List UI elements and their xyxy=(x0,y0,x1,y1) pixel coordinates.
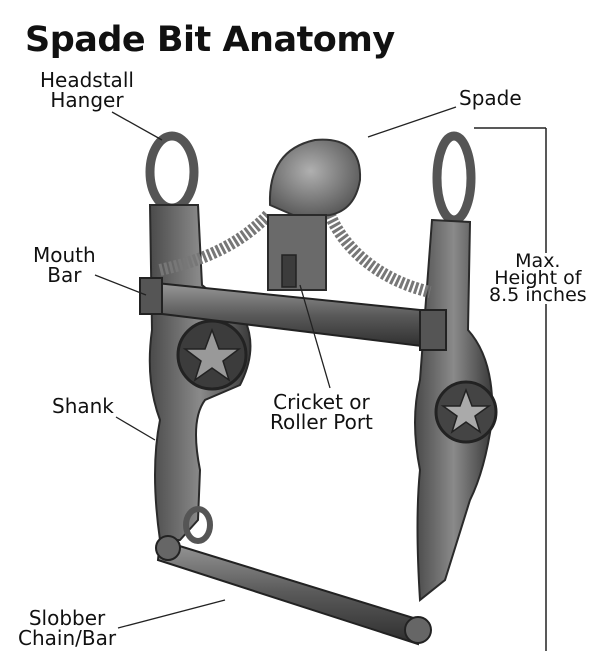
label-mouth-bar: Mouth Bar xyxy=(33,245,96,285)
leader-slobber xyxy=(118,600,225,628)
leader-mouth-bar xyxy=(95,275,146,295)
spade-plate xyxy=(270,140,360,218)
cricket-housing xyxy=(268,215,326,290)
leader-spade xyxy=(368,107,456,137)
label-headstall-hanger: Headstall Hanger xyxy=(40,70,134,110)
leader-headstall xyxy=(112,112,162,140)
page-title: Spade Bit Anatomy xyxy=(25,20,395,60)
right-headstall-ring xyxy=(437,136,471,220)
slobber-bar-left-knob xyxy=(156,536,180,560)
label-spade: Spade xyxy=(459,88,522,108)
slobber-bar xyxy=(158,540,420,644)
left-headstall-ring xyxy=(150,136,194,208)
mouth-bar-left-end xyxy=(140,278,162,314)
label-slobber: Slobber Chain/Bar xyxy=(18,608,116,648)
label-cricket: Cricket or Roller Port xyxy=(270,392,373,432)
label-shank: Shank xyxy=(52,396,114,416)
cricket-roller xyxy=(282,255,296,287)
right-coil xyxy=(330,215,430,292)
slobber-bar-right-knob xyxy=(405,617,431,643)
label-max-height: Max. Height of 8.5 inches xyxy=(489,253,587,304)
mouth-bar-right-end xyxy=(420,310,446,350)
leader-shank xyxy=(116,417,155,440)
